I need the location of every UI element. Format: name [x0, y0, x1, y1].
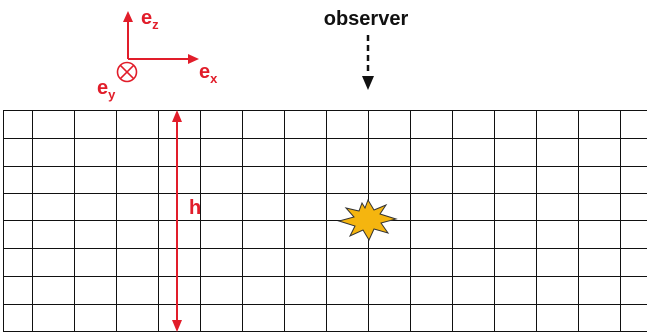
observer-arrowhead: [362, 76, 374, 90]
z-axis-label: ez: [141, 7, 159, 32]
depth-arrow: h: [172, 110, 201, 332]
depth-label: h: [189, 197, 201, 219]
starburst-explosion-icon: [337, 198, 398, 242]
into-page-circle-x-icon: [116, 61, 138, 83]
x-axis-label: ex: [199, 61, 218, 86]
grid: [3, 110, 647, 332]
z-axis-arrowhead: [123, 11, 133, 22]
x-axis-arrowhead: [188, 54, 199, 64]
depth-arrowhead-top: [172, 110, 182, 122]
y-axis-label: ey: [97, 77, 116, 102]
depth-arrowhead-bottom: [172, 320, 182, 332]
coordinate-axes: ez ex ey: [97, 7, 218, 102]
observer-group: observer: [324, 8, 409, 90]
observer-label: observer: [324, 8, 409, 30]
